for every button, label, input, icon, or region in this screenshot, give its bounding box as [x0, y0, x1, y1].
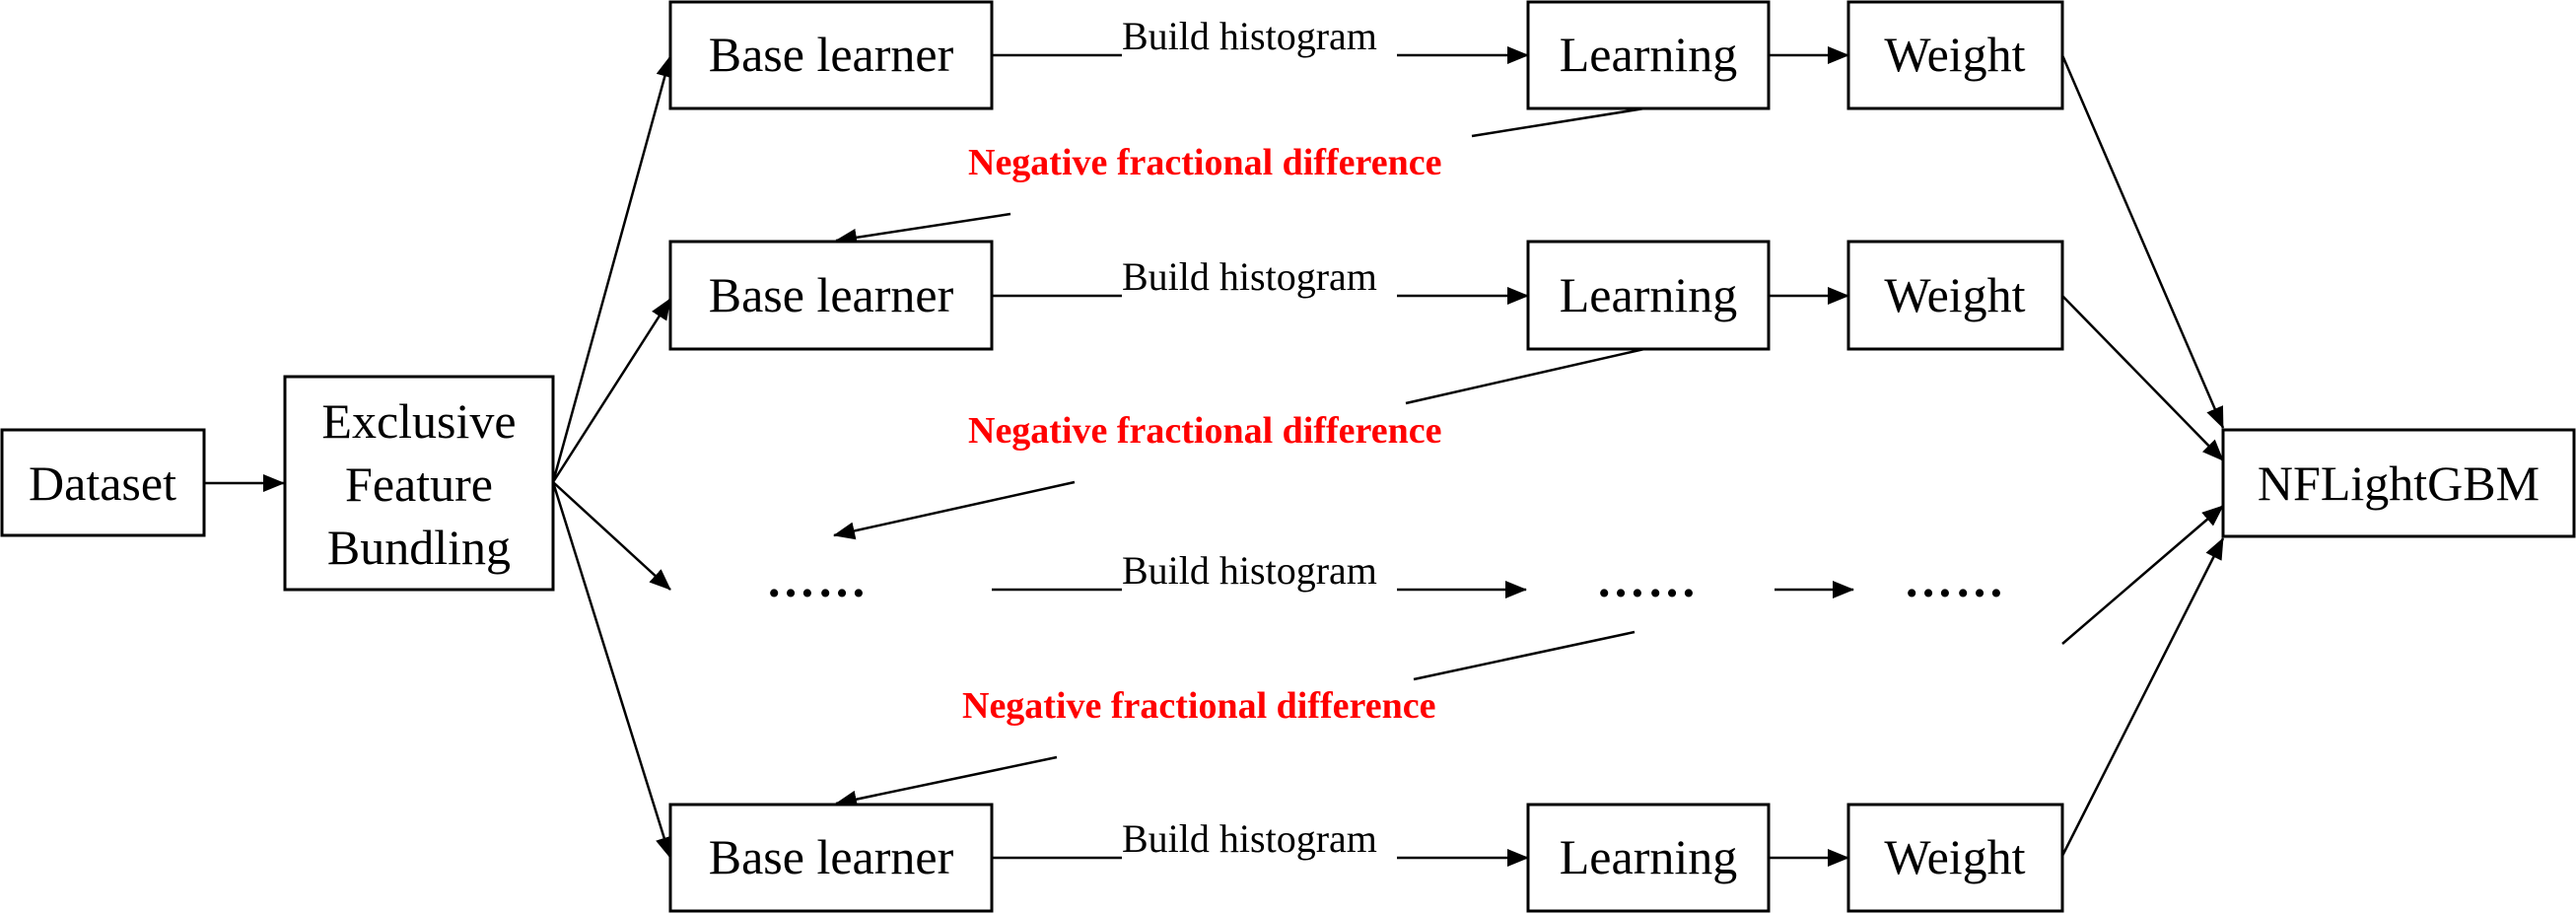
learning-label: Learning	[1560, 27, 1737, 82]
build-histogram-label: Build histogram	[1122, 14, 1377, 58]
learning-box	[1526, 803, 1771, 913]
row-4: Base learner Build histogram Learning We…	[668, 803, 2064, 913]
build-histogram-label: Build histogram	[1122, 816, 1377, 861]
efb-label-line3: Bundling	[327, 520, 511, 575]
negative-fractional-difference-label: Negative fractional difference	[962, 685, 1435, 727]
base-learner-label: Base learner	[709, 267, 954, 322]
ellipsis-base-learner: ……	[766, 552, 869, 607]
ellipsis-weight: ……	[1904, 552, 2006, 607]
dataset-node: Dataset	[0, 428, 206, 537]
nflightgbm-node: NFLightGBM	[2221, 428, 2576, 538]
base-learner-label: Base learner	[709, 829, 954, 884]
arrow-weight2-output	[2061, 295, 2224, 461]
build-histogram-label: Build histogram	[1122, 254, 1377, 299]
row-2: Base learner Build histogram Learning We…	[668, 240, 2064, 351]
base-learner-box	[668, 240, 994, 351]
base-learner-box	[668, 803, 994, 913]
weight-label: Weight	[1884, 27, 2025, 82]
efb-label-line2: Feature	[345, 456, 493, 512]
weight-label: Weight	[1884, 267, 2025, 322]
row-1: Base learner Build histogram Learning We…	[668, 0, 2064, 110]
nflightgbm-label: NFLightGBM	[2258, 456, 2540, 511]
arrow-weight3-output	[2061, 505, 2224, 645]
learning-label: Learning	[1560, 267, 1737, 322]
arrow-efb-row3	[552, 481, 671, 591]
negative-fractional-difference-label: Negative fractional difference	[968, 142, 1441, 183]
efb-label-line1: Exclusive	[321, 393, 516, 449]
base-learner-label: Base learner	[709, 27, 954, 82]
arrow-efb-row2	[551, 298, 672, 483]
row-ellipsis: …… Build histogram …… ……	[766, 548, 2006, 607]
arrow-weight4-output	[2060, 537, 2225, 857]
arrow-weight1-output	[2060, 54, 2225, 429]
build-histogram-label: Build histogram	[1122, 548, 1377, 593]
weight-box	[1846, 240, 2064, 351]
weight-box	[1846, 0, 2064, 110]
learning-box	[1526, 0, 1771, 110]
weight-box	[1846, 803, 2064, 913]
ellipsis-learning: ……	[1596, 552, 1699, 607]
efb-node: Exclusive Feature Bundling	[283, 375, 555, 592]
negative-fractional-difference-label: Negative fractional difference	[968, 410, 1441, 452]
base-learner-box	[668, 0, 994, 110]
learning-label: Learning	[1560, 829, 1737, 884]
dataset-label: Dataset	[29, 456, 176, 511]
arrow-efb-row1	[551, 55, 674, 483]
arrow-efb-row4	[551, 481, 673, 859]
weight-label: Weight	[1884, 829, 2025, 884]
